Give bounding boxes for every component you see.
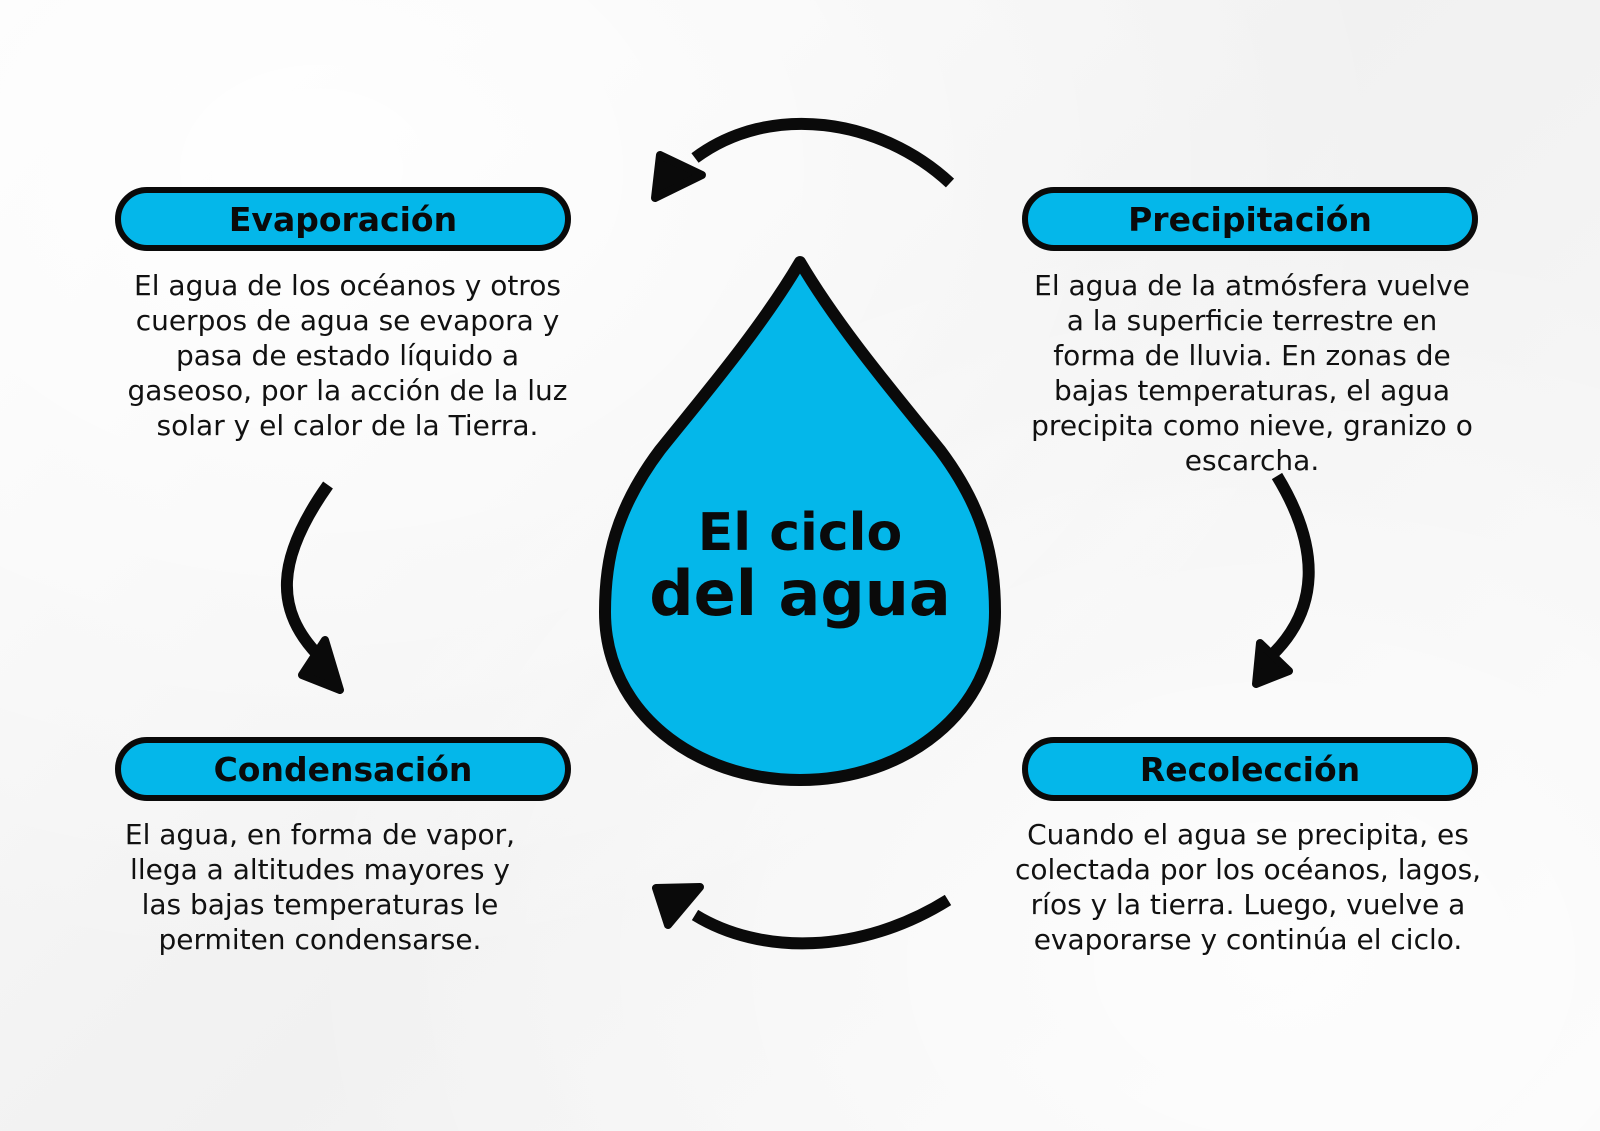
arrow-left-icon: [280, 481, 344, 694]
arrow-top-icon: [651, 117, 955, 202]
stage-label-condensation: Condensación: [115, 737, 571, 801]
stage-label-evaporation: Evaporación: [115, 187, 571, 251]
title-line-1: El ciclo: [697, 503, 903, 563]
stage-description-collection: Cuando el agua se precipita, es colectad…: [1014, 818, 1482, 956]
stage-label-collection: Recolección: [1022, 737, 1478, 801]
stage-description-precipitation: El agua de la atmósfera vuelve a la supe…: [1031, 269, 1473, 477]
diagram-title: El ciclo del agua: [600, 505, 1000, 627]
water-drop-icon: [599, 256, 1001, 786]
arrow-bottom-icon: [652, 883, 952, 950]
title-line-2: del agua: [649, 557, 951, 630]
stage-description-evaporation: El agua de los océanos y otros cuerpos d…: [127, 269, 568, 442]
arrow-right-icon: [1252, 472, 1315, 688]
stage-label-precipitation: Precipitación: [1022, 187, 1478, 251]
stage-description-condensation: El agua, en forma de vapor, llega a alti…: [124, 818, 516, 956]
